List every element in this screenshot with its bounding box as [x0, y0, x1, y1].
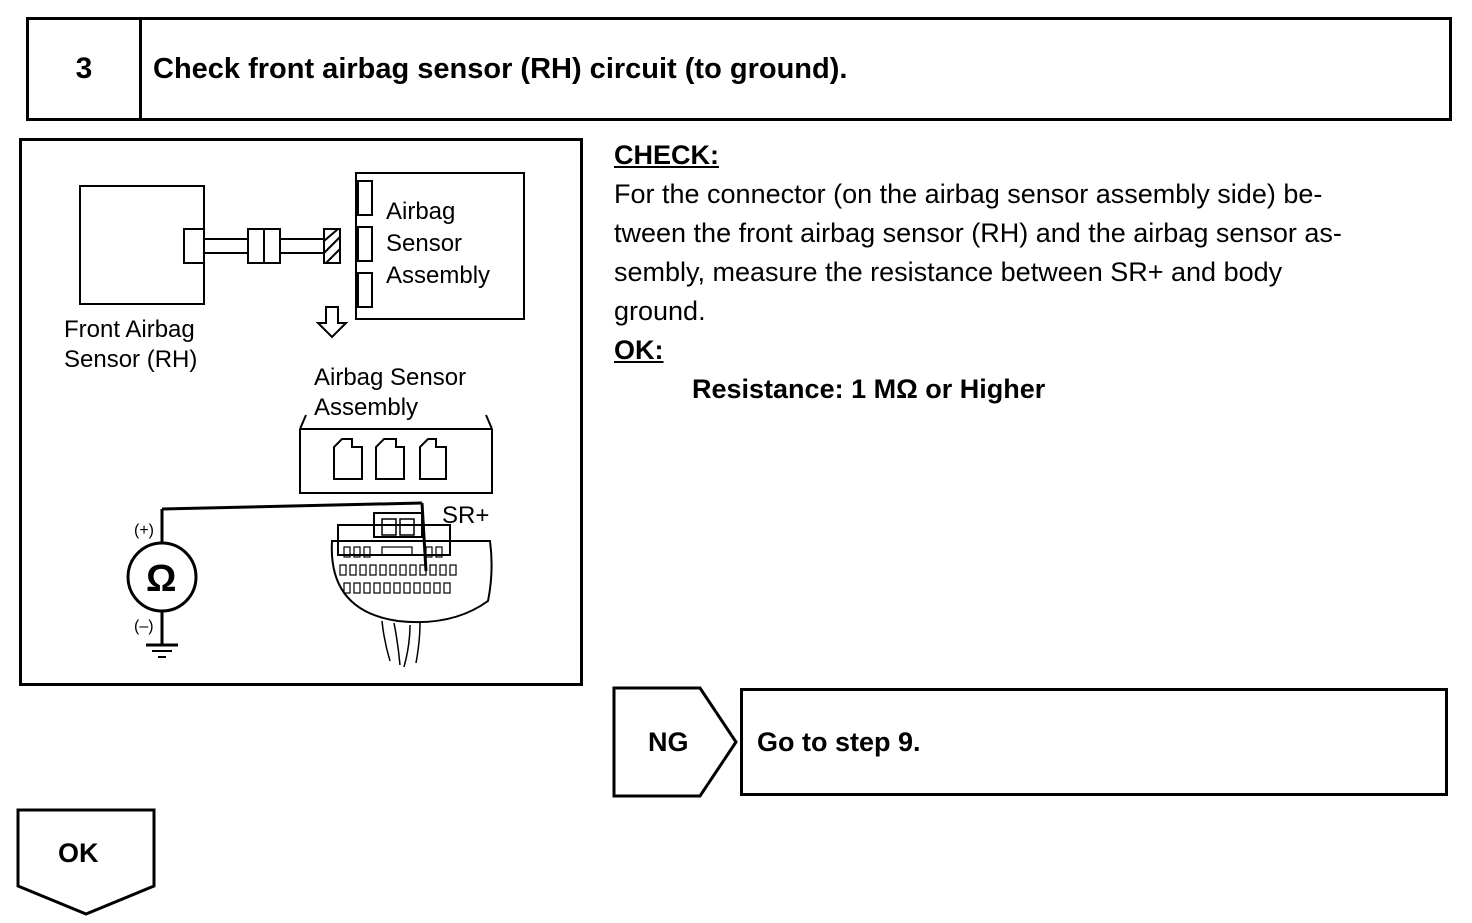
- assembly-top-label-1: Airbag: [386, 198, 455, 225]
- check-heading: CHECK:: [614, 140, 719, 170]
- ok-label: OK: [58, 838, 99, 868]
- check-text-line-3: sembly, measure the resistance between S…: [614, 257, 1283, 287]
- resistance-spec: Resistance: 1 MΩ or Higher: [692, 374, 1046, 404]
- ok-heading: OK:: [614, 335, 664, 365]
- assembly-top-label-3: Assembly: [386, 262, 490, 289]
- diagram-illustration: Front Airbag Sensor (RH) Airbag Sensor A…: [64, 172, 525, 668]
- front-sensor-label-2: Sensor (RH): [64, 346, 197, 373]
- minus-label: (–): [134, 618, 154, 635]
- ng-action: Go to step 9.: [740, 688, 1448, 796]
- ng-label: NG: [648, 727, 689, 757]
- assembly-mid-label-2: Assembly: [314, 394, 418, 421]
- front-sensor-label-1: Front Airbag: [64, 316, 195, 343]
- assembly-top-label-2: Sensor: [386, 230, 462, 257]
- assembly-box-top: [355, 172, 525, 320]
- terminal-label: SR+: [442, 502, 489, 529]
- wiring-diagram: Front Airbag Sensor (RH) Airbag Sensor A…: [19, 138, 583, 686]
- check-text-line-1: For the connector (on the airbag sensor …: [614, 179, 1323, 209]
- ok-tag: OK: [16, 808, 158, 923]
- plus-label: (+): [134, 522, 154, 539]
- step-title: Check front airbag sensor (RH) circuit (…: [153, 52, 848, 85]
- ng-tag: NG: [612, 686, 740, 803]
- assembly-mid-label-1: Airbag Sensor: [314, 364, 466, 391]
- check-text-line-4: ground.: [614, 296, 706, 326]
- check-instructions: CHECK: For the connector (on the airbag …: [614, 136, 1454, 409]
- step-header: 3 Check front airbag sensor (RH) circuit…: [26, 17, 1452, 121]
- ohm-icon: Ω: [146, 558, 176, 600]
- step-number: 3: [29, 20, 142, 118]
- check-text-line-2: tween the front airbag sensor (RH) and t…: [614, 218, 1342, 248]
